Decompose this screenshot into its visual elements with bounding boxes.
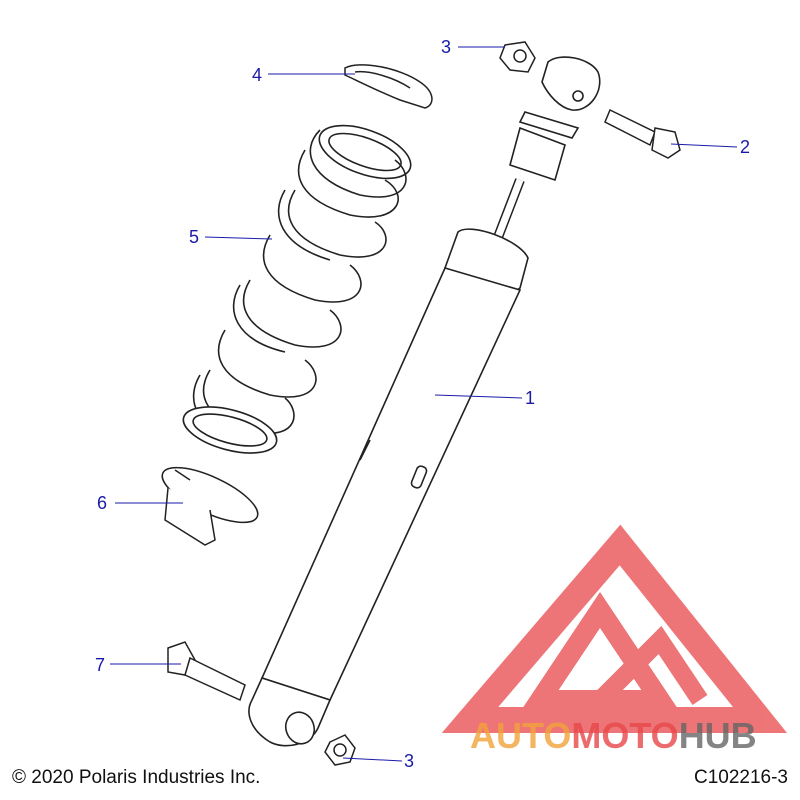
bottom-nut (324, 734, 356, 766)
callout-3-top: 3 (441, 37, 451, 57)
top-nut (499, 41, 536, 73)
top-bolt (604, 108, 681, 159)
copyright-text: © 2020 Polaris Industries Inc. (12, 767, 261, 788)
callout-6: 6 (97, 493, 107, 513)
spring-seat (161, 466, 259, 546)
bottom-bolt (167, 641, 246, 702)
coil-spring (182, 124, 412, 454)
watermark-auto: AUTO (470, 715, 571, 756)
watermark-moto: MOTO (571, 715, 678, 756)
shock-absorber (248, 56, 601, 747)
callout-2: 2 (740, 137, 750, 157)
svg-text:AUTOMOTOHUB: AUTOMOTOHUB (470, 715, 757, 756)
callout-5: 5 (189, 227, 199, 247)
leader-lines (110, 46, 738, 762)
watermark-logo-icon (441, 524, 788, 733)
callout-4: 4 (252, 65, 262, 85)
watermark-text: AUTOMOTOHUB (470, 715, 757, 756)
watermark-hub: HUB (679, 715, 757, 756)
callout-1: 1 (525, 388, 535, 408)
figure-id: C102216-3 (693, 767, 788, 788)
callout-7: 7 (95, 655, 105, 675)
spring-retainer (344, 64, 433, 109)
callout-3-bottom: 3 (404, 751, 414, 771)
